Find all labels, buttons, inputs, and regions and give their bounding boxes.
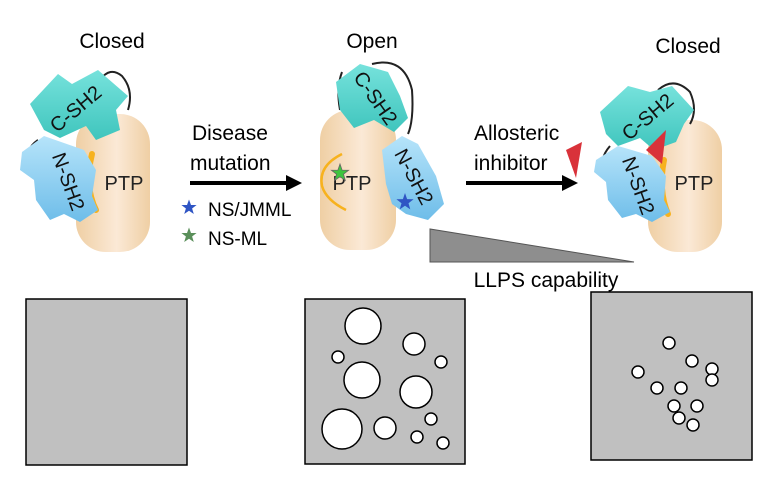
ptp-label: PTP — [675, 173, 714, 195]
ptp-domain — [648, 120, 722, 252]
droplet — [690, 399, 704, 413]
droplet — [321, 408, 363, 450]
droplet — [399, 375, 433, 409]
green-star-icon — [181, 227, 197, 242]
droplet — [402, 332, 426, 356]
llps-capability-label: LLPS capability — [474, 269, 619, 292]
legend-ns-jmml: NS/JMML — [208, 200, 291, 221]
droplet — [343, 361, 381, 399]
ptp-label: PTP — [105, 173, 144, 195]
inhibitor-molecule-icon — [646, 130, 666, 164]
c-sh2-domain — [30, 70, 128, 140]
ptp-domain — [76, 114, 150, 252]
droplet-panel-inhibited — [590, 291, 753, 461]
state-label-open: Open — [346, 30, 397, 53]
legend-ns-ml: NS-ML — [208, 229, 267, 250]
disease-arrow — [190, 175, 302, 191]
droplet-panel-open — [304, 298, 466, 465]
inhibitor-molecule-icon — [566, 142, 582, 178]
droplet — [436, 436, 450, 450]
linker — [371, 61, 414, 135]
disease-label-line1: Disease — [192, 122, 268, 145]
droplet — [631, 365, 645, 379]
droplet — [650, 381, 664, 395]
droplet — [686, 418, 700, 432]
droplet — [685, 354, 699, 368]
llps-gradient-wedge — [429, 228, 635, 263]
n-sh2-domain — [382, 136, 444, 220]
inhibitor-label-line1: Allosteric — [474, 122, 559, 145]
droplet — [344, 307, 382, 345]
n-sh2-domain — [20, 136, 98, 222]
closed-molecule-left: C-SH2 N-SH2 PTP — [20, 70, 150, 252]
interface-arc — [320, 152, 347, 212]
closed-molecule-inhibited: C-SH2 N-SH2 PTP — [594, 82, 722, 252]
droplet — [672, 411, 686, 425]
disease-label-line2: mutation — [190, 152, 271, 175]
blue-star-icon — [181, 199, 197, 214]
c-sh2-domain — [336, 64, 408, 132]
droplet — [331, 350, 345, 364]
droplet — [674, 381, 688, 395]
linker — [99, 70, 131, 111]
droplet — [705, 362, 719, 376]
blue-star-icon — [396, 193, 414, 210]
droplet — [662, 336, 676, 350]
open-molecule: C-SH2 N-SH2 PTP — [320, 61, 444, 250]
linker — [657, 82, 695, 125]
green-star-icon — [330, 162, 350, 182]
droplet-panel-closed — [25, 298, 188, 466]
state-label-closed-right: Closed — [655, 35, 720, 58]
droplet — [410, 430, 424, 444]
inhibitor-label-line2: inhibitor — [474, 152, 548, 175]
droplet — [434, 355, 448, 369]
droplet — [373, 416, 397, 440]
droplet — [424, 412, 438, 426]
state-label-closed-left: Closed — [79, 30, 144, 53]
inhibitor-arrow — [466, 175, 578, 191]
droplet — [667, 399, 681, 413]
droplet — [705, 373, 719, 387]
c-sh2-domain — [600, 86, 694, 150]
n-sh2-domain — [594, 146, 670, 222]
ptp-domain — [320, 110, 396, 250]
